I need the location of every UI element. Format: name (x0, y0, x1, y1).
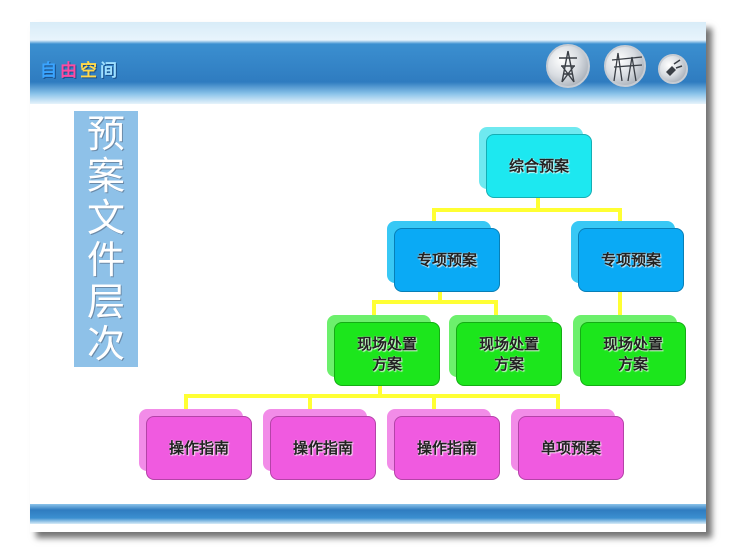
node-onsite-plan: 现场处置 方案 (573, 315, 686, 386)
node-special-plan: 专项预案 (571, 221, 684, 292)
side-title: 预 案 文 件 层 次 (74, 111, 138, 367)
header-banner: 自由空间 (30, 22, 706, 104)
brand-char: 自 (40, 61, 60, 81)
side-title-char: 件 (86, 238, 125, 282)
side-title-char: 层 (86, 280, 125, 324)
footer-bar (30, 504, 706, 524)
brand-char: 空 (80, 61, 100, 81)
power-line-icon (604, 45, 646, 87)
power-tower-icon (546, 44, 590, 88)
node-operation-guide: 操作指南 (387, 409, 500, 480)
node-operation-guide: 操作指南 (263, 409, 376, 480)
node-single-item-plan: 单项预案 (511, 409, 624, 480)
node-comprehensive-plan: 综合预案 (479, 127, 592, 198)
brand-char: 由 (60, 61, 80, 81)
side-title-char: 案 (86, 154, 125, 198)
brand-char: 间 (100, 61, 120, 81)
side-title-char: 次 (86, 322, 125, 366)
node-special-plan: 专项预案 (387, 221, 500, 292)
node-operation-guide: 操作指南 (139, 409, 252, 480)
node-onsite-plan: 现场处置 方案 (449, 315, 562, 386)
side-title-char: 文 (86, 196, 125, 240)
brand-logo: 自由空间 (40, 56, 120, 81)
side-title-char: 预 (86, 112, 125, 156)
satellite-icon (658, 54, 688, 84)
node-onsite-plan: 现场处置 方案 (327, 315, 440, 386)
